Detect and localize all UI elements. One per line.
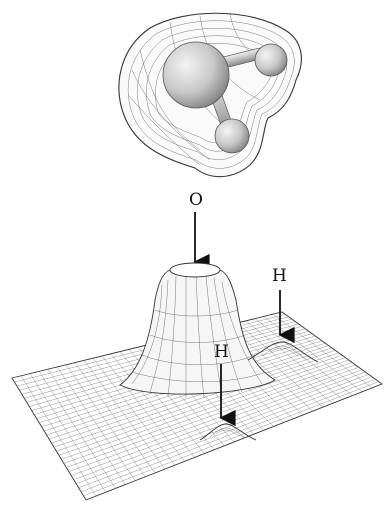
oxygen-label: O: [189, 190, 203, 210]
hydrogen-label-right: H: [272, 266, 287, 286]
hydrogen-atom-upper: [255, 44, 287, 76]
density-surface: [12, 263, 382, 500]
molecule-surface: [119, 13, 302, 176]
oxygen-atom: [163, 42, 229, 108]
hydrogen-atom-lower: [215, 119, 249, 153]
oxygen-peak-top: [170, 263, 220, 277]
hydrogen-label-left: H: [214, 342, 229, 362]
